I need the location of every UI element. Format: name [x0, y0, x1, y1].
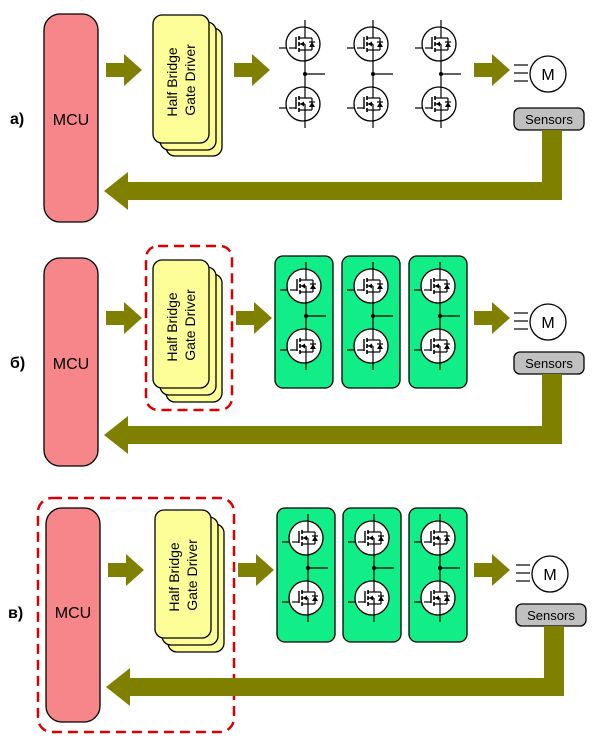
- mcu-label: MCU: [53, 356, 89, 373]
- driver-label-line2: Gate Driver: [184, 539, 200, 611]
- mcu-block: [43, 13, 99, 223]
- panel-label: б): [10, 355, 25, 372]
- panel-b: б) MCU Half Bridge Gate Driver: [10, 244, 585, 467]
- feedback-arrow: [104, 130, 562, 210]
- motor-label: M: [543, 567, 556, 584]
- integration-outline-mcu-driver: [36, 496, 236, 734]
- driver-label-line2: Gate Driver: [182, 44, 198, 116]
- panel-c: в) MCU Half Bridge Gate Driver: [8, 496, 587, 734]
- sensors-label: Sensors: [525, 356, 573, 371]
- driver-label-line1: Half Bridge: [166, 542, 182, 611]
- arrow-driver-to-bridge: [238, 554, 274, 586]
- driver-label-line1: Half Bridge: [164, 47, 180, 116]
- gate-driver-stack: Half Bridge Gate Driver: [152, 259, 223, 403]
- arrow-mcu-to-driver: [106, 54, 142, 86]
- arrow-bridge-to-motor: [474, 54, 510, 86]
- panel-a: а) MCU Half Bridge Gate Driver: [10, 13, 585, 223]
- power-stage: [279, 20, 461, 128]
- sensors-label: Sensors: [527, 608, 575, 623]
- mcu-block: [43, 257, 99, 467]
- feedback-arrow: [104, 374, 562, 454]
- arrow-bridge-to-motor: [474, 302, 510, 334]
- gate-driver-stack: Half Bridge Gate Driver: [152, 14, 223, 157]
- panel-label: в): [8, 605, 23, 622]
- gate-driver-stack: Half Bridge Gate Driver: [154, 509, 225, 653]
- arrow-bridge-to-motor: [474, 554, 510, 586]
- arrow-driver-to-bridge: [236, 302, 272, 334]
- arrow-mcu-to-driver: [106, 302, 142, 334]
- driver-label: Half Bridge Gate Driver: [164, 288, 198, 361]
- motor: M: [514, 55, 567, 93]
- motor-label: M: [541, 315, 554, 332]
- motor: M: [516, 555, 569, 593]
- mcu-label: MCU: [53, 112, 89, 129]
- driver-label: Half Bridge Gate Driver: [166, 538, 200, 611]
- panel-label: а): [10, 111, 24, 128]
- arrow-driver-to-bridge: [234, 54, 270, 86]
- motor: M: [514, 303, 567, 341]
- integration-outline-driver: [144, 244, 234, 412]
- feedback-arrow: [106, 626, 564, 706]
- power-stage: [274, 255, 468, 389]
- driver-label: Half Bridge Gate Driver: [164, 43, 198, 116]
- driver-label-line2: Gate Driver: [182, 289, 198, 361]
- mcu-label: MCU: [55, 605, 91, 622]
- sensors-label: Sensors: [525, 112, 573, 127]
- power-stage: [276, 507, 468, 643]
- motor-label: M: [541, 67, 554, 84]
- driver-label-line1: Half Bridge: [164, 292, 180, 361]
- mcu-block: [45, 507, 101, 723]
- arrow-mcu-to-driver: [108, 554, 144, 586]
